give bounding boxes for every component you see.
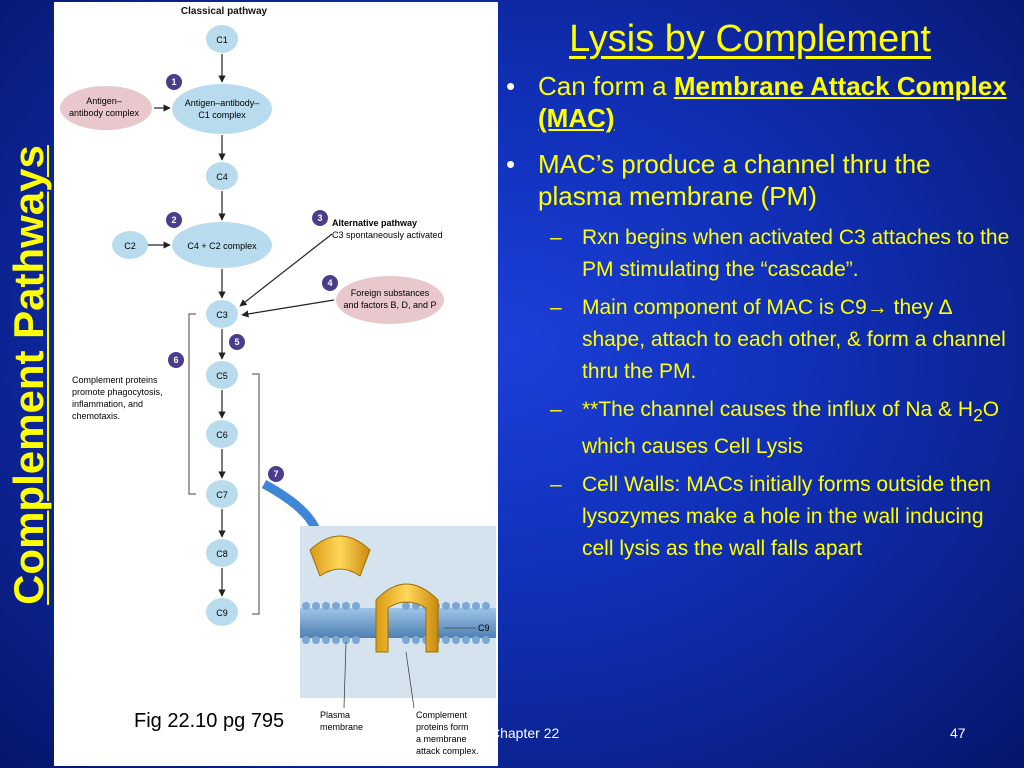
sub-bullet-3-after: O which causes Cell Lysis <box>582 398 1000 459</box>
dash-icon: – <box>550 398 562 421</box>
dash-icon: – <box>550 296 562 319</box>
complement-pathway-figure: Classical pathway C1 Antigen–antibody– C… <box>54 2 498 766</box>
step-badge-1 <box>166 74 182 90</box>
chain-arrows <box>146 54 335 597</box>
bullet-2: • MAC’s produce a channel thru the plasm… <box>500 148 1020 212</box>
node-antigen-antibody-c1: Antigen–antibody– C1 complex <box>172 84 272 134</box>
pathway-diagram: Classical pathway C1 Antigen–antibody– C… <box>60 6 496 756</box>
svg-text:Complement: Complement <box>416 710 468 720</box>
step-badge-2 <box>166 212 182 228</box>
svg-text:membrane: membrane <box>320 722 363 732</box>
slide-title: Lysis by Complement <box>569 18 931 60</box>
sub-bullet-1-text: Rxn begins when activated C3 attaches to… <box>582 226 1010 281</box>
side-title-text: Complement Pathways <box>5 145 52 605</box>
bullet-1-bold: Membrane Attack Complex (MAC) <box>538 71 1007 133</box>
node-c2: C2 <box>112 231 148 259</box>
node-c6: C6 <box>206 420 238 448</box>
svg-text:C2: C2 <box>124 241 136 251</box>
brackets <box>188 313 260 615</box>
svg-text:C7: C7 <box>216 490 228 500</box>
svg-text:promote phagocytosis,: promote phagocytosis, <box>72 387 163 397</box>
svg-text:C5: C5 <box>216 371 228 381</box>
alt-pathway-title: Alternative pathway <box>332 218 417 228</box>
side-title: Complement Pathways <box>0 110 58 640</box>
node-c7: C7 <box>206 480 238 508</box>
mac-label: Complement proteins form a membrane atta… <box>416 710 479 756</box>
node-c4-c2-complex: C4 + C2 complex <box>172 222 272 268</box>
svg-text:C4 + C2 complex: C4 + C2 complex <box>187 241 257 251</box>
step-badge-6 <box>168 352 184 368</box>
sub-bullet-2: – Main component of MAC is C9→ they ∆ sh… <box>500 292 1020 388</box>
node-c1: C1 <box>206 25 238 53</box>
alt-pathway-text: C3 spontaneously activated <box>332 230 443 240</box>
complement-note: Complement proteins promote phagocytosis… <box>72 375 163 421</box>
svg-text:Foreign substances: Foreign substances <box>351 288 430 298</box>
svg-text:antibody complex: antibody complex <box>69 108 140 118</box>
svg-text:Antigen–antibody–: Antigen–antibody– <box>185 98 260 108</box>
svg-text:2: 2 <box>171 215 176 225</box>
node-c4: C4 <box>206 162 238 190</box>
c9-label: C9 <box>478 623 490 633</box>
h2o-subscript: 2 <box>973 405 983 426</box>
step-badge-3 <box>312 210 328 226</box>
footer-page-number: 47 <box>950 725 966 741</box>
step-badge-5 <box>229 334 245 350</box>
sub-bullet-3: – **The channel causes the influx of Na … <box>500 394 1020 463</box>
svg-text:C8: C8 <box>216 549 228 559</box>
svg-text:C1: C1 <box>216 35 228 45</box>
svg-text:1: 1 <box>171 77 176 87</box>
figure-heading: Classical pathway <box>181 6 268 17</box>
svg-text:Antigen–: Antigen– <box>86 96 122 106</box>
bullet-1: • Can form a Membrane Attack Complex (MA… <box>500 70 1020 134</box>
bullet-list: • Can form a Membrane Attack Complex (MA… <box>500 70 1020 569</box>
sub-bullet-1: – Rxn begins when activated C3 attaches … <box>500 222 1020 286</box>
node-antigen-antibody-complex: Antigen– antibody complex <box>60 86 152 130</box>
svg-text:C6: C6 <box>216 430 228 440</box>
mac-ring-1 <box>309 535 371 577</box>
node-c8: C8 <box>206 539 238 567</box>
figure-caption: Fig 22.10 pg 795 <box>134 710 285 732</box>
svg-text:and factors B, D, and P: and factors B, D, and P <box>343 300 436 310</box>
svg-text:chemotaxis.: chemotaxis. <box>72 411 120 421</box>
bullet-2-text: MAC’s produce a channel thru the plasma … <box>538 149 931 211</box>
sub-bullet-4: – Cell Walls: MACs initially forms outsi… <box>500 469 1020 565</box>
node-c5: C5 <box>206 361 238 389</box>
step-badge-4 <box>322 275 338 291</box>
svg-text:Complement proteins: Complement proteins <box>72 375 158 385</box>
svg-text:a membrane: a membrane <box>416 734 467 744</box>
dash-icon: – <box>550 226 562 249</box>
mac-ring-2 <box>375 583 439 653</box>
svg-text:inflammation, and: inflammation, and <box>72 399 143 409</box>
svg-text:C3: C3 <box>216 310 228 320</box>
svg-text:proteins form: proteins form <box>416 722 469 732</box>
node-foreign-substances: Foreign substances and factors B, D, and… <box>336 276 444 324</box>
sub-bullet-4-text: Cell Walls: MACs initially forms outside… <box>582 473 991 561</box>
plasma-membrane-label: Plasma membrane <box>320 710 363 732</box>
footer-chapter: Chapter 22 <box>490 725 560 741</box>
sub-bullet-3-text: **The channel causes the influx of Na & … <box>582 398 974 421</box>
svg-text:7: 7 <box>273 469 278 479</box>
sub-bullet-2-text: Main component of MAC is C9→ they ∆ shap… <box>582 296 1006 383</box>
dash-icon: – <box>550 473 562 497</box>
step-badge-7 <box>268 466 284 482</box>
svg-text:6: 6 <box>173 355 178 365</box>
node-c3: C3 <box>206 300 238 328</box>
svg-text:C4: C4 <box>216 172 228 182</box>
svg-text:C9: C9 <box>216 608 228 618</box>
node-c9: C9 <box>206 598 238 626</box>
membrane-illustration: C9 <box>300 526 496 709</box>
svg-text:4: 4 <box>327 278 332 288</box>
svg-text:attack complex.: attack complex. <box>416 746 479 756</box>
bullet-dot-icon: • <box>506 149 516 179</box>
bullet-dot-icon: • <box>506 71 516 101</box>
svg-text:C1 complex: C1 complex <box>198 110 246 120</box>
step-badges: 1 2 3 4 5 6 7 <box>166 74 338 482</box>
svg-text:Plasma: Plasma <box>320 710 350 720</box>
svg-text:5: 5 <box>234 337 239 347</box>
svg-text:3: 3 <box>317 213 322 223</box>
bullet-1-prefix: Can form a <box>538 71 674 101</box>
